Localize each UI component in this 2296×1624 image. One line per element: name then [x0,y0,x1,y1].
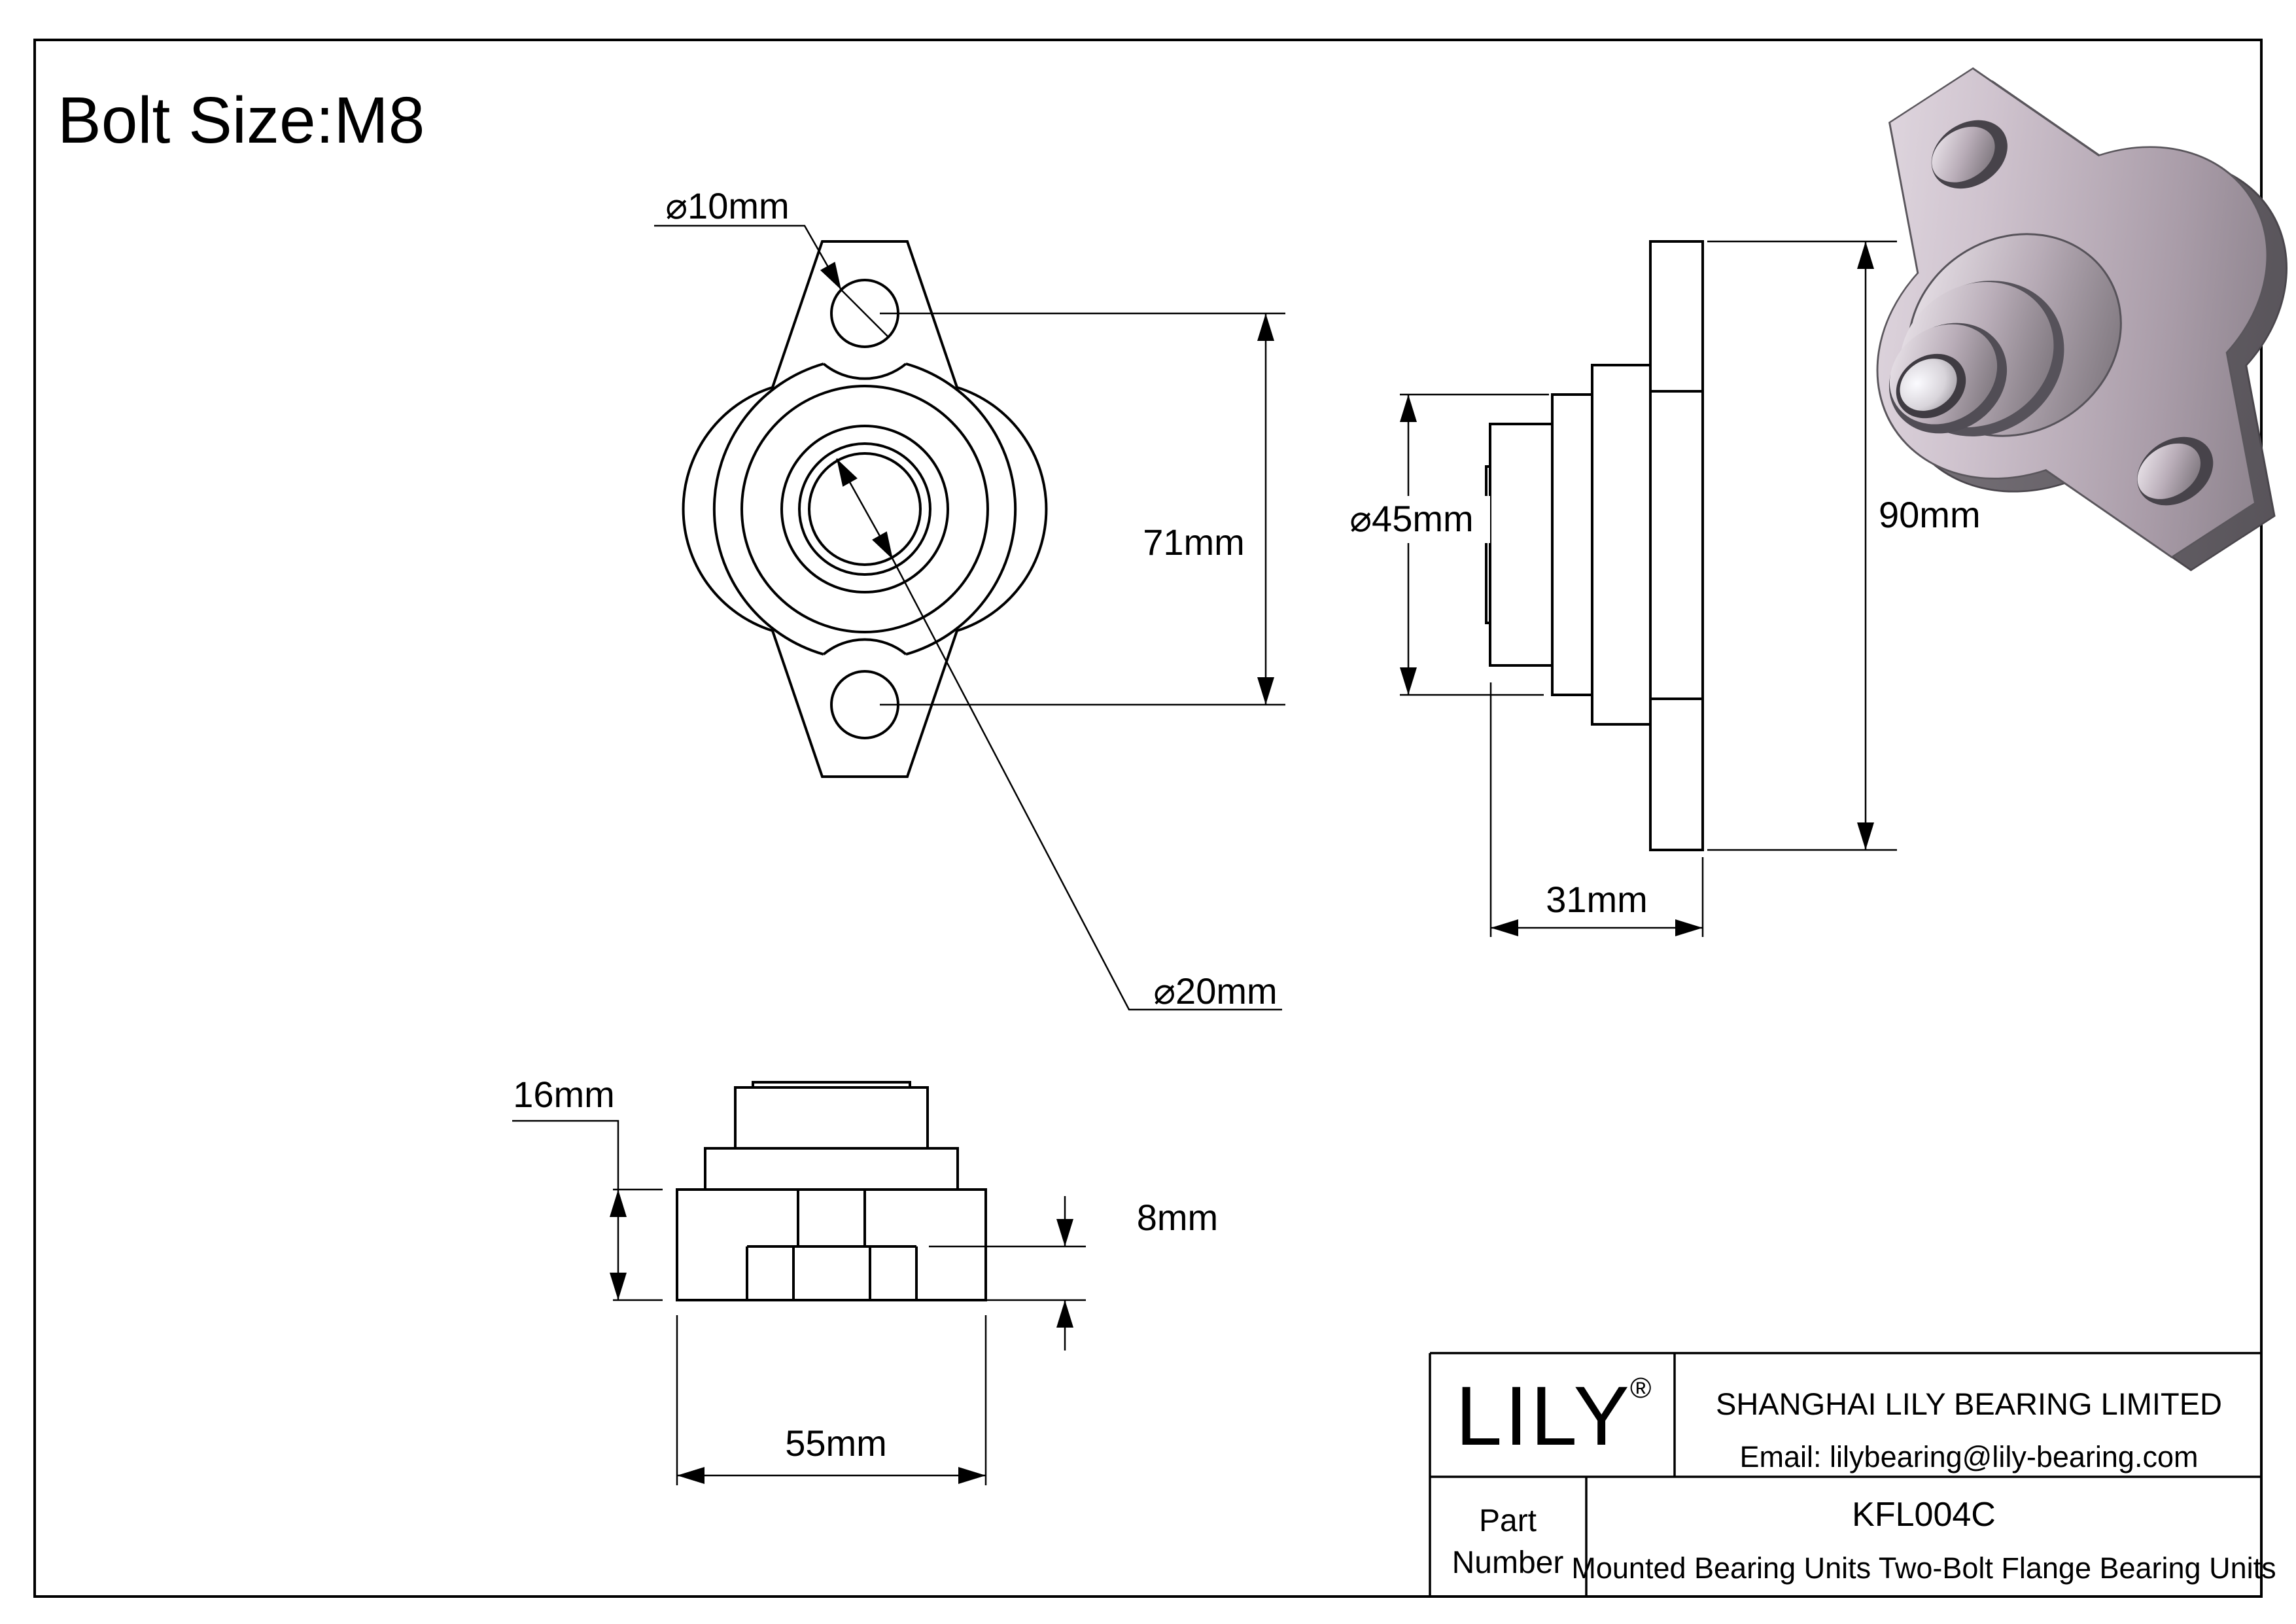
inner-ring-collar-profile [1489,423,1554,667]
flange-plate-profile [1649,240,1704,851]
arrowhead [1857,241,1874,269]
arrowhead [1857,822,1874,850]
housing-circle-right [905,362,1017,656]
page-border [33,39,2263,1598]
ring-inner [798,442,931,576]
arrowhead [1056,1300,1073,1328]
housing-body-profile [1591,364,1652,726]
dim-flange-thickness: 16mm [513,1074,615,1115]
front-view: ⌀10mm 71mm ⌀20mm [654,185,1285,1012]
ring-outer [740,385,989,633]
bore-leader [892,559,1282,1011]
arrowhead [1056,1219,1073,1246]
bottom-view: 16mm 8mm 55mm [512,1074,1218,1485]
arrowhead [837,459,858,487]
arrowhead [958,1467,986,1484]
bolt-hole-3d-bottom-inner [2137,443,2201,499]
arrowhead [1257,313,1274,341]
dim-flange-length: 55mm [785,1422,887,1464]
arrowhead [610,1273,627,1300]
collar-lip-profile [1485,465,1491,624]
arrowhead [1400,667,1417,695]
dim-total-width: 31mm [1546,879,1648,920]
arrowhead [1400,395,1417,422]
bolt-hole-3d-top-inner [1932,126,1995,183]
title-block: LILY ® SHANGHAI LILY BEARING LIMITED Ema… [1429,1352,2276,1597]
dim-flange-height: 90mm [1879,494,1981,535]
dim-step-height: 8mm [1137,1197,1218,1238]
flange-base-profile [676,1188,987,1301]
dim-bolt-spacing: 71mm [1143,521,1245,563]
part-label-line1: Part [1479,1504,1537,1538]
collar-step [734,1086,929,1150]
label-mask [1334,496,1490,543]
bore-3d [1900,359,1957,411]
collar-lip [752,1081,911,1089]
seal-ring-step [704,1147,959,1191]
arrowhead [820,262,841,290]
ring-middle [780,425,949,593]
part-label-line2: Number [1452,1545,1564,1580]
bore-circle [808,452,922,566]
company-name: SHANGHAI LILY BEARING LIMITED [1716,1386,2222,1421]
arrowhead [1257,677,1274,705]
arrowhead [677,1467,704,1484]
side-view: ⌀45mm 90mm 31mm [1334,240,1981,937]
product-3d-render [1876,67,2287,572]
dim-bore: ⌀20mm [1153,970,1277,1012]
arrowhead [872,531,893,559]
company-email: Email: lilybearing@lily-bearing.com [1740,1440,2199,1474]
part-description: Mounted Bearing Units Two-Bolt Flange Be… [1571,1551,2276,1585]
dim-ring-od: ⌀45mm [1349,498,1473,539]
arrowhead [1675,919,1703,936]
arrowhead [610,1190,627,1217]
dim-bolt-hole: ⌀10mm [665,185,789,226]
part-number: KFL004C [1852,1496,1996,1534]
top-scallop-arc [822,362,907,380]
arrowhead [1491,919,1518,936]
housing-circle-left [712,362,824,656]
bolt-size-title: Bolt Size:M8 [58,84,425,157]
bolt-hole-chord [841,289,889,338]
registered-mark: ® [1630,1372,1651,1404]
bottom-scallop-arc [822,638,907,656]
seal-ring-profile [1551,393,1593,696]
leader-shelf [512,1120,619,1300]
lily-logo: LILY [1455,1369,1632,1463]
